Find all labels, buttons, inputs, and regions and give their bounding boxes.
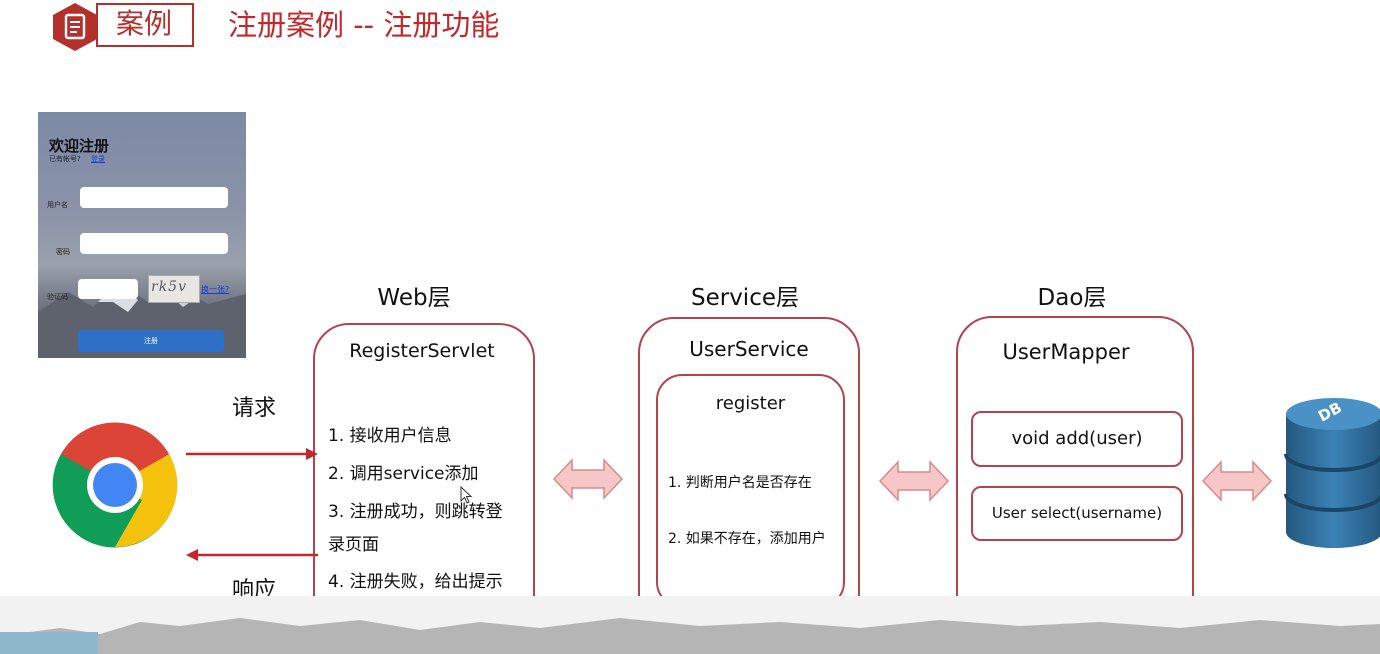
web-step: 4. 注册失败，给出提示 (328, 572, 503, 592)
header-tag-frame (96, 3, 194, 47)
register-form-screenshot: 欢迎注册 已有帐号? 登录 用户名 密码 验证码 rk5v 换一张? 注册 (38, 112, 246, 358)
page-title: 注册案例 -- 注册功能 (228, 8, 500, 42)
captcha-refresh-link[interactable]: 换一张? (201, 285, 230, 294)
captcha-input[interactable] (78, 279, 138, 299)
method-select-user: User select(username) (971, 486, 1183, 541)
service-step: 1. 判断用户名是否存在 (668, 475, 812, 491)
web-step: 3. 注册成功，则跳转登 (328, 502, 503, 522)
captcha-text: rk5v (151, 279, 187, 295)
captcha-image[interactable] (148, 275, 200, 303)
service-layer-title: Service层 (690, 285, 799, 311)
password-label: 密码 (56, 248, 70, 256)
response-arrow (186, 549, 318, 561)
double-arrow-web-service (552, 458, 624, 500)
bottom-decoration (0, 596, 1380, 654)
username-input[interactable] (80, 187, 228, 208)
mouse-cursor-icon (460, 486, 473, 504)
document-icon (53, 3, 97, 51)
register-servlet-title: RegisterServlet (349, 340, 495, 362)
user-mapper-title: UserMapper (1002, 340, 1130, 364)
web-step: 1. 接收用户信息 (328, 426, 452, 446)
request-label: 请求 (232, 396, 277, 421)
web-layer-title: Web层 (377, 285, 451, 311)
user-service-title: UserService (689, 337, 809, 361)
method-add-user: void add(user) (971, 411, 1183, 467)
web-layer-box (313, 323, 535, 649)
dao-layer-title: Dao层 (1037, 285, 1107, 311)
double-arrow-dao-db (1201, 460, 1273, 502)
form-subtext: 已有帐号? (49, 155, 81, 163)
login-link[interactable]: 登录 (91, 155, 105, 163)
double-arrow-service-dao (878, 460, 950, 502)
request-arrow (186, 448, 318, 460)
web-step: 录页面 (328, 535, 379, 555)
database-icon (1284, 398, 1380, 548)
dao-layer-box (956, 316, 1194, 644)
service-step: 2. 如果不存在，添加用户 (668, 531, 826, 547)
header-tag: 案例 (116, 7, 173, 40)
register-submit-button[interactable]: 注册 (78, 330, 224, 352)
captcha-label: 验证码 (47, 293, 68, 301)
web-step: 2. 调用service添加 (328, 464, 479, 484)
form-heading: 欢迎注册 (49, 137, 110, 155)
chrome-icon (52, 422, 178, 548)
username-label: 用户名 (47, 201, 68, 209)
password-input[interactable] (80, 233, 228, 254)
register-method-title: register (715, 393, 786, 414)
